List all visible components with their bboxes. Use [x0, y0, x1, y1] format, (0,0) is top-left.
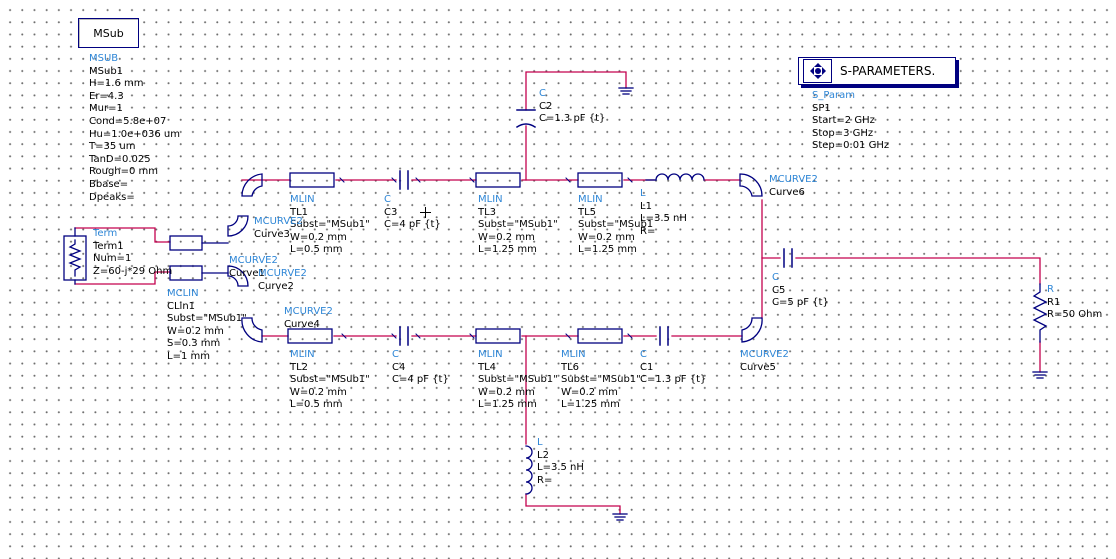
c3-label[interactable]: C C3 C=4 pF {t} — [384, 194, 441, 231]
c4-label[interactable]: C C4 C=4 pF {t} — [392, 349, 449, 386]
curve4-symbol[interactable] — [241, 317, 263, 343]
tl3-label[interactable]: MLIN TL3 Subst="MSub1" W=0.2 mm L=1.25 m… — [478, 194, 558, 256]
tl1-label[interactable]: MLIN TL1 Subst="MSub1" W=0.2 mm L=0.5 mm — [290, 194, 370, 256]
ground-l2 — [612, 513, 628, 521]
curve2-symbol[interactable] — [227, 265, 249, 287]
curve6-label[interactable]: MCURVE2 Curve6 — [769, 174, 818, 198]
curve4-label[interactable]: MCURVE2 Curve4 — [284, 306, 333, 330]
curve5-symbol[interactable] — [741, 317, 763, 343]
c2-symbol[interactable] — [515, 109, 537, 129]
c4-symbol[interactable] — [399, 326, 409, 346]
term1-label[interactable]: Term Term1 Num=1 Z=60-j*29 Ohm — [93, 228, 173, 277]
tl6-symbol[interactable] — [577, 328, 623, 344]
r1-label[interactable]: R R1 R=50 Ohm — [1047, 284, 1103, 321]
c2-label[interactable]: C C2 C=1.3 pF {t} — [539, 88, 606, 125]
ground-r1 — [1032, 371, 1048, 379]
term1-symbol[interactable] — [63, 227, 87, 285]
c5-label[interactable]: C C5 C=5 pF {t} — [772, 272, 829, 309]
tl4-symbol[interactable] — [475, 328, 521, 344]
l2-label[interactable]: L L2 L=3.5 nH R= — [537, 437, 584, 486]
tl6-label[interactable]: MLIN TL6 Subst="MSub1" W=0.2 mm L=1.25 m… — [561, 349, 641, 411]
msub-button-label: MSub — [93, 26, 124, 40]
port-markers — [339, 177, 633, 339]
tl3-symbol[interactable] — [475, 172, 521, 188]
curve1-symbol[interactable] — [227, 215, 249, 237]
tl4-label[interactable]: MLIN TL4 Subst="MSub1" W=0.2 mm L=1.25 m… — [478, 349, 558, 411]
sparameters-button-label: S-PARAMETERS. — [840, 64, 936, 78]
wires — [74, 71, 1041, 515]
curve1-label[interactable]: MCURVE2 Curve1 — [229, 255, 278, 279]
r1-symbol[interactable] — [1032, 283, 1048, 343]
c3-symbol[interactable] — [399, 170, 409, 190]
crosshair-cursor-icon — [420, 207, 431, 218]
tl2-symbol[interactable] — [287, 328, 333, 344]
ground-c2 — [618, 87, 634, 95]
clin1-label[interactable]: MCLIN CLin1 Subst="MSub1" W=0.2 mm S=0.3… — [167, 288, 247, 362]
curve3-label[interactable]: MCURVE2 Curve3 — [254, 216, 303, 240]
curve5-label[interactable]: MCURVE2 Curve5 — [740, 349, 789, 373]
sparameters-block-button[interactable]: S-PARAMETERS. — [798, 57, 956, 85]
tl5-label[interactable]: MLIN TL5 Subst="MSub1 W=0.2 mm L=1.25 mm — [578, 194, 654, 256]
c1-symbol[interactable] — [659, 326, 669, 346]
tl5-symbol[interactable] — [577, 172, 623, 188]
tl1-symbol[interactable] — [289, 172, 335, 188]
curve3-symbol[interactable] — [241, 173, 263, 197]
l1-label[interactable]: L L1 L=3.5 nH R= — [640, 188, 687, 237]
curve6-symbol[interactable] — [739, 173, 763, 197]
msub-block-button[interactable]: MSub — [78, 18, 139, 48]
c1-label[interactable]: C C1 C=1.3 pF {t} — [640, 349, 707, 386]
tl2-label[interactable]: MLIN TL2 Subst="MSub1" W=0.2 mm L=0.5 mm — [290, 349, 370, 411]
c5-symbol[interactable] — [783, 248, 793, 268]
curve2-label[interactable]: MCURVE2 Curve2 — [258, 268, 307, 292]
simulation-icon — [803, 59, 832, 83]
msub-params[interactable]: MSUB MSub1 H=1.6 mm Er=4.3 Mur=1 Cond=5.… — [89, 53, 181, 203]
sparam-params[interactable]: S_Param SP1 Start=2 GHz Stop=3 GHz Step=… — [812, 90, 890, 152]
clin1-symbol[interactable] — [169, 235, 229, 281]
l2-symbol[interactable] — [525, 445, 533, 495]
l1-symbol[interactable] — [645, 173, 705, 181]
